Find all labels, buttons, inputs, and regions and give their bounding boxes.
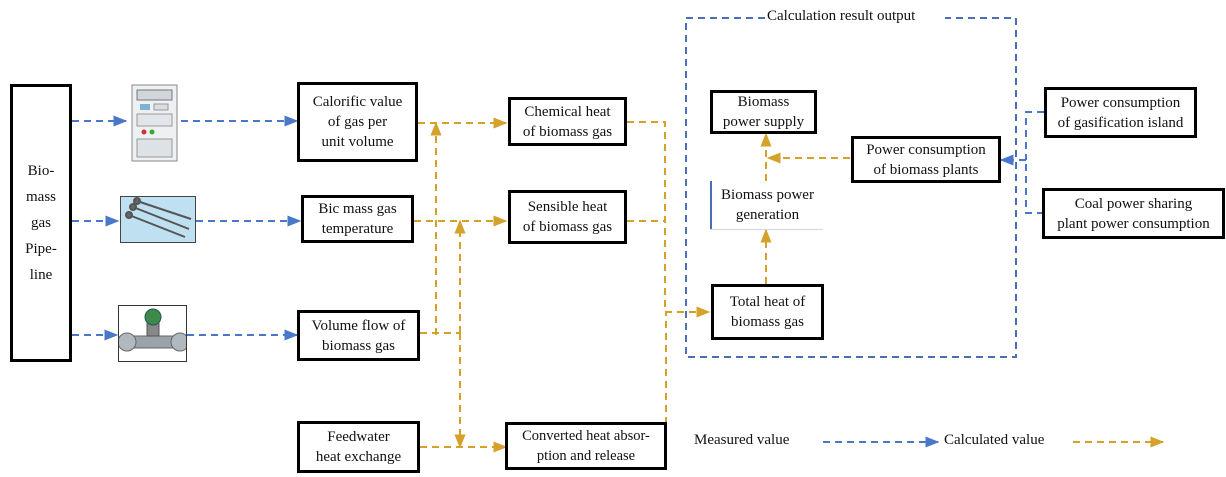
box-text-line: Volume flow of [311,317,406,334]
box-text-line: unit volume [321,134,394,150]
coal-sharing-feed-line [1025,160,1044,214]
box-text-line: temperature [321,221,394,237]
box-text-line: Feedwater [327,429,390,445]
feedwater-heat-exchange-box: Feedwater heat exchange [297,421,420,473]
box-text-line: power supply [722,114,805,130]
pipeline-label-line: Pipe- [25,241,57,257]
total-heat-box: Total heat of biomass gas [711,284,824,340]
box-text-line: ption and release [536,448,636,464]
box-text-line: Calorific value [312,94,403,110]
group-title: Calculation result output [765,8,918,25]
pipeline-label-line: Bio- [27,163,55,179]
coal-power-sharing-box: Coal power sharing plant power consumpti… [1042,188,1225,239]
temperature-probes-icon [120,196,196,243]
flowmeter-icon [118,305,187,362]
box-text-line: Power consumption [866,141,986,158]
converted-heat-box: Converted heat absor- ption and release [505,422,667,470]
gas-analyzer-cabinet-icon [128,84,181,162]
volume-flow-box: Volume flow of biomass gas [297,310,420,361]
box-text-line: of biomass gas [522,219,613,235]
legend-measured-label: Measured value [694,432,790,448]
box-text-line: Chemical heat [524,103,611,120]
box-text-line: Converted heat absor- [522,428,650,444]
box-text-line: Bic mass gas [318,201,397,217]
gasification-feed-line [1025,111,1044,160]
sensible-heat-box: Sensible heat of biomass gas [508,190,627,244]
box-text-line: Coal power sharing [1074,195,1193,212]
box-text-line: of gasification island [1057,114,1184,131]
calorific-value-box: Calorific value of gas per unit volume [297,82,418,162]
gasification-island-consumption-box: Power consumption of gasification island [1044,87,1197,138]
biomass-gas-pipeline-box: Bio- mass gas Pipe- line [10,84,72,362]
box-text-line: Power consumption [1060,94,1181,111]
box-text-line: of biomass gas [522,123,613,140]
box-text-line: heat exchange [315,449,402,465]
box-text-line: Biomass power [721,187,814,203]
box-text-line: plant power consumption [1057,215,1210,232]
calculation-result-group-border [685,17,1017,358]
box-text-line: of gas per [327,114,388,130]
chemical-heat-box: Chemical heat of biomass gas [508,97,627,146]
pipeline-label-line: mass [26,189,56,205]
box-text-line: generation [735,207,800,223]
box-text-line: Total heat of [729,294,806,310]
box-text-line: biomass gas [322,337,395,354]
biomass-power-supply-box: Biomass power supply [710,90,817,134]
box-text-line: biomass gas [731,314,804,330]
biomass-power-generation-box: Biomass power generation [710,181,823,229]
pipeline-label-line: gas [31,215,51,231]
legend-calculated-label: Calculated value [944,432,1045,448]
box-text-line: Sensible heat [527,199,608,215]
pipeline-label-line: line [29,267,53,283]
chemical-out-line [627,121,666,312]
biomass-gas-temperature-box: Bic mass gas temperature [301,195,414,243]
plant-power-consumption-box: Power consumption of biomass plants [851,136,1001,183]
box-text-line: of biomass plants [873,161,979,178]
box-text-line: Biomass [737,94,790,110]
